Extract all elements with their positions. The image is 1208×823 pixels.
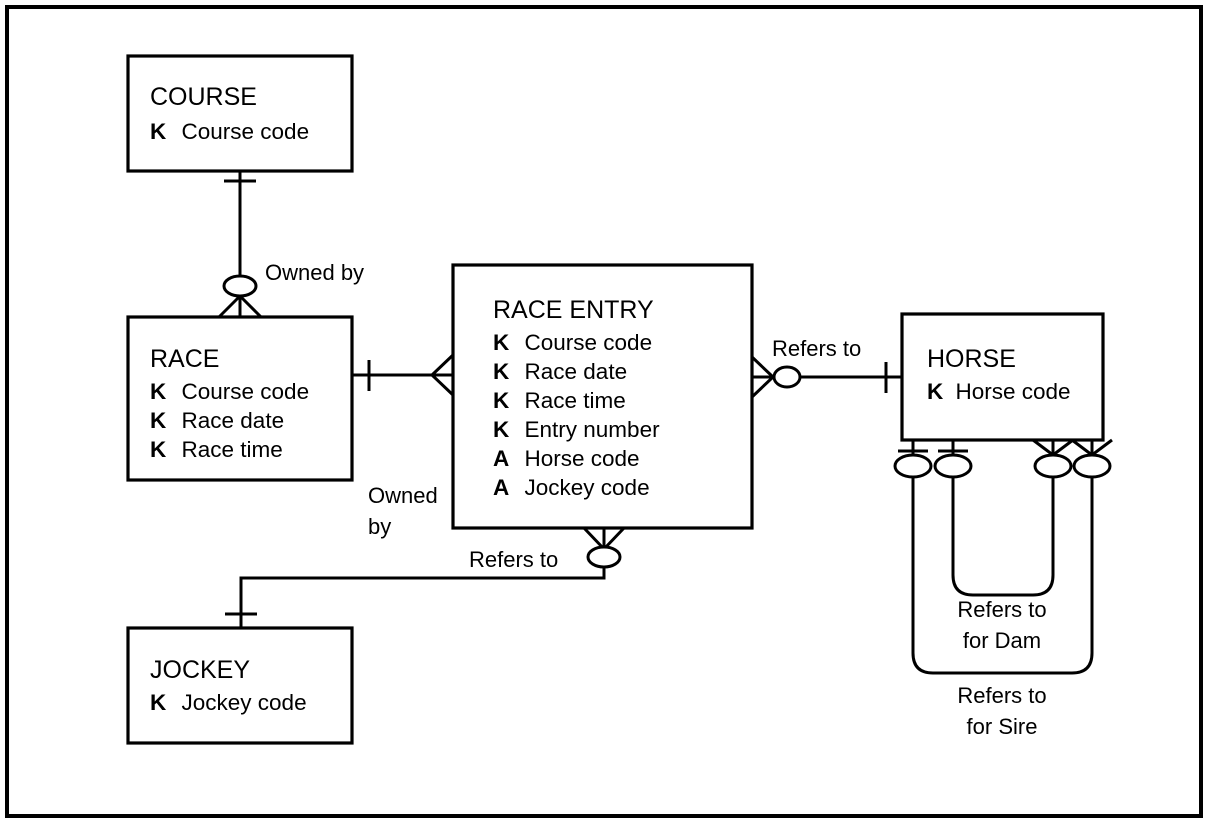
entity-race-entry[interactable]: RACE ENTRY K Course code K Race date K R… [451,263,754,530]
optional-marker-dam-many [1033,453,1073,479]
attr-name: Race time [182,437,283,462]
optional-marker-raceentry-horse [772,365,802,389]
entity-race-entry-attr-2: K Race time [493,388,626,413]
attr-name: Course code [525,330,653,355]
relationship-label-sire-line1: Refers to [957,683,1046,708]
optional-marker-sire-one [893,453,933,479]
entity-course[interactable]: COURSE K Course code [126,54,354,173]
entity-course-title: COURSE [150,83,257,111]
relationship-label-race-raceentry-line2: by [368,514,391,539]
attr-marker: A [493,475,509,500]
entity-jockey[interactable]: JOCKEY K Jockey code [126,626,354,745]
connector-horse-dam [933,438,1074,597]
entity-jockey-box[interactable] [126,626,354,745]
entity-race-entry-title: RACE ENTRY [493,296,654,324]
relationship-label-raceentry-horse: Refers to [772,336,861,361]
entity-race-entry-attr-1: K Race date [493,359,627,384]
entity-course-attr-0: K Course code [150,119,309,144]
entity-horse[interactable]: HORSE K Horse code [900,312,1105,442]
entity-race-entry-attr-0: K Course code [493,330,652,355]
entity-horse-box[interactable] [900,312,1105,442]
relationship-label-race-raceentry-line1: Owned [368,483,438,508]
attr-name: Course code [182,379,310,404]
attr-marker: K [927,379,944,404]
optional-marker-raceentry-jockey [586,545,622,569]
entity-horse-title: HORSE [927,345,1016,373]
entity-jockey-attr-0: K Jockey code [150,690,307,715]
entity-race-entry-attr-3: K Entry number [493,417,660,442]
optional-marker-race [222,274,258,298]
optional-marker-sire-many [1072,453,1112,479]
attr-name: Horse code [525,446,640,471]
attr-name: Course code [182,119,310,144]
entity-race-box[interactable] [126,315,354,482]
attr-marker: K [150,119,167,144]
attr-marker: K [150,408,167,433]
relationship-label-dam-line1: Refers to [957,597,1046,622]
attr-marker: K [150,690,167,715]
entity-race[interactable]: RACE K Course code K Race date K Race ti… [126,315,354,482]
attr-name: Race date [182,408,285,433]
attr-name: Entry number [525,417,661,442]
relationship-label-course-race: Owned by [265,260,364,285]
relationship-label-raceentry-jockey: Refers to [469,547,558,572]
optional-marker-dam-one [933,453,973,479]
entity-horse-attr-0: K Horse code [927,379,1071,404]
attr-marker: K [150,379,167,404]
attr-marker: K [493,330,510,355]
entity-race-entry-attr-4: A Horse code [493,446,640,471]
relationship-label-dam-line2: for Dam [963,628,1041,653]
entity-race-entry-box[interactable] [451,263,754,530]
connector-raceentry-horse [750,355,902,399]
entity-race-attr-2: K Race time [150,437,283,462]
entity-race-attr-1: K Race date [150,408,284,433]
entity-race-entry-attr-5: A Jockey code [493,475,650,500]
connector-raceentry-jockey [225,526,626,628]
attr-marker: A [493,446,509,471]
attr-marker: K [150,437,167,462]
relationship-label-sire-line2: for Sire [967,714,1038,739]
entity-course-box[interactable] [126,54,354,173]
attr-name: Jockey code [525,475,650,500]
entity-jockey-title: JOCKEY [150,656,250,684]
diagram-frame [5,5,1203,818]
attr-marker: K [493,359,510,384]
attr-name: Race time [525,388,626,413]
attr-marker: K [493,388,510,413]
connector-horse-sire [893,438,1113,675]
connector-race-raceentry [352,353,455,397]
attr-name: Horse code [956,379,1071,404]
connector-course-race [217,171,263,319]
attr-name: Jockey code [182,690,307,715]
attr-name: Race date [525,359,628,384]
entity-race-attr-0: K Course code [150,379,309,404]
entity-race-title: RACE [150,345,219,373]
attr-marker: K [493,417,510,442]
